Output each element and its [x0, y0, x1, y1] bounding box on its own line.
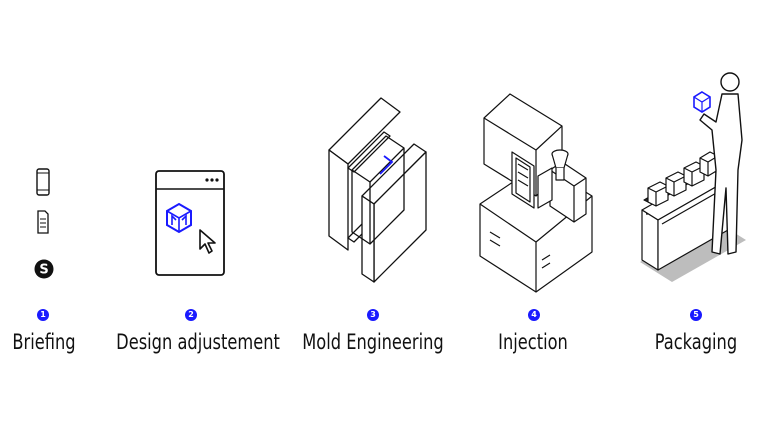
cursor-arrow-icon — [199, 229, 216, 254]
step-label: Injection — [498, 330, 568, 354]
step-label: Packaging — [654, 330, 738, 354]
step-label: Mold Engineering — [302, 330, 444, 354]
step-number-badge: 1 — [37, 309, 49, 321]
step-label: Briefing — [12, 330, 76, 354]
step-design-adjustement: 2 Design adjustement — [110, 0, 280, 432]
injection-machine-icon — [479, 93, 593, 293]
step-number-badge: 3 — [367, 309, 379, 321]
smartphone-icon — [36, 168, 50, 196]
mold-frame-icon — [328, 97, 427, 283]
step-packaging: 5 Packaging — [630, 0, 768, 432]
worker-figure-icon — [693, 72, 743, 255]
step-briefing: S 1 Briefing — [0, 0, 90, 432]
document-icon — [37, 210, 49, 234]
step-number-badge: 2 — [185, 309, 197, 321]
svg-text:S: S — [39, 263, 48, 278]
step-injection: 4 Injection — [470, 0, 600, 432]
skype-icon: S — [34, 259, 54, 279]
step-label: Design adjustement — [116, 330, 280, 354]
packaging-line-icon — [640, 151, 746, 282]
m-cube-logo-icon — [166, 202, 192, 234]
step-mold-engineering: 3 Mold Engineering — [298, 0, 448, 432]
step-number-badge: 5 — [690, 309, 702, 321]
step-number-badge: 4 — [528, 309, 540, 321]
